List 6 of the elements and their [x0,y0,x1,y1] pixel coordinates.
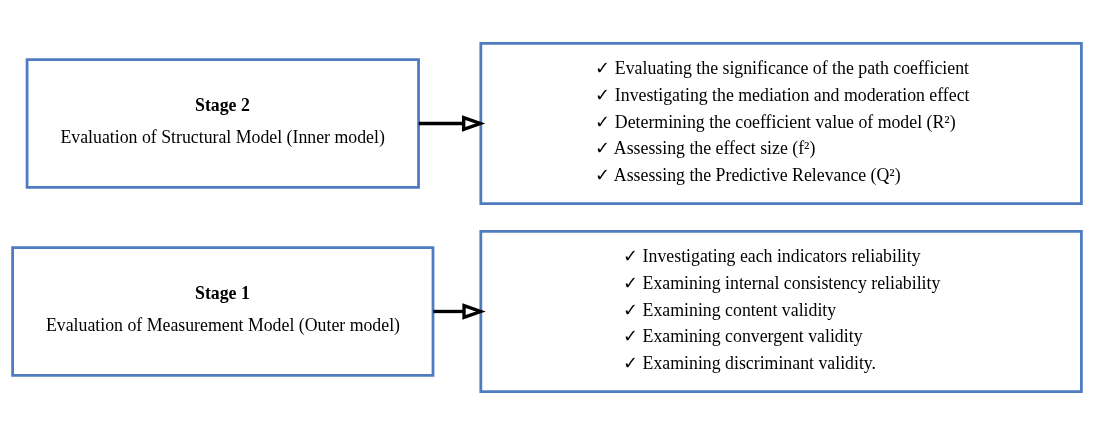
node-box: Stage 2 Evaluation of Structural Model (Inner model) [25,58,420,189]
node-box: ✓ Investigating each indicators reliability ✓ Examining internal consistency reliability ✓ Examining content validity ✓ Examining convergent validity ✓ Examining discriminant validity. [479,230,1083,393]
node-box: ✓ Evaluating the significance of the path coefficient ✓ Investigating the mediation and moderation effect ✓ Determining the coefficient value of model (R²) ✓ Assessing the effect size (f²) ✓ Assessing the Predictive Relevance (Q²) [479,42,1083,205]
arrow [433,303,486,320]
arrow [418,115,486,132]
node-box: Stage 1 Evaluation of Measurement Model (Outer model) [11,246,435,377]
